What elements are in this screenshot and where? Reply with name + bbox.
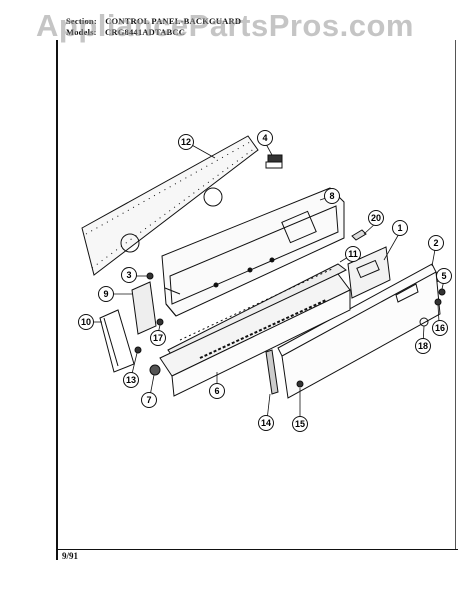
- callout-number: 9: [103, 289, 108, 299]
- callout-number: 6: [214, 386, 219, 396]
- callout-circle: [428, 235, 444, 251]
- part-front-panel: [159, 273, 351, 397]
- callout-number: 1: [397, 223, 402, 233]
- callout-circle: [345, 246, 361, 262]
- watermark: AppliancePartsPros.com: [36, 8, 414, 43]
- callout-circle: [98, 286, 114, 302]
- callout-circle: [123, 372, 139, 388]
- part-overlay: [277, 263, 441, 399]
- callout-circle: [415, 338, 431, 354]
- callout-number: 17: [153, 333, 163, 343]
- callout-number: 4: [262, 133, 267, 143]
- callout-13: 13: [123, 372, 139, 388]
- callout-number: 7: [146, 395, 151, 405]
- callout-circle: [368, 210, 384, 226]
- callout-12: 12: [178, 134, 194, 150]
- callout-number: 2: [433, 238, 438, 248]
- section-header: Section: CONTROL PANEL-BACKGUARD Models:…: [66, 16, 247, 38]
- callout-number: 18: [418, 341, 428, 351]
- part-rear-panel: [81, 135, 259, 276]
- callout-circle: [432, 320, 448, 336]
- part-side-bracket: [131, 281, 157, 335]
- frame-bottom-rule: [56, 549, 458, 550]
- frame-right-rule: [455, 40, 456, 550]
- callout-number: 16: [435, 323, 445, 333]
- callout-20: 20: [368, 210, 384, 226]
- part-screw-5: [438, 288, 446, 296]
- callout-circle: [209, 383, 225, 399]
- part-screw-13: [134, 346, 142, 354]
- callout-14: 14: [258, 415, 274, 431]
- part-control-panel-frame: [161, 187, 345, 317]
- models-row: Models: CRG8441ADTABCC: [66, 27, 247, 38]
- callout-number: 8: [329, 191, 334, 201]
- section-value: CONTROL PANEL-BACKGUARD: [105, 16, 242, 26]
- callout-7: 7: [141, 392, 157, 408]
- callout-circle: [178, 134, 194, 150]
- callout-circle: [150, 330, 166, 346]
- callout-circle: [258, 415, 274, 431]
- callout-circle: [121, 267, 137, 283]
- part-clip-17: [156, 318, 164, 326]
- part-screw-15: [296, 380, 304, 388]
- part-end-cap: [99, 309, 135, 373]
- callout-number: 13: [126, 375, 136, 385]
- footer-date: 9/91: [62, 551, 79, 561]
- callout-circle: [141, 392, 157, 408]
- callout-number: 3: [126, 270, 131, 280]
- callout-circle: [392, 220, 408, 236]
- callout-4: 4: [257, 130, 273, 146]
- callout-number: 10: [81, 317, 91, 327]
- callout-number: 5: [441, 271, 446, 281]
- part-screw-3: [146, 272, 154, 280]
- part-spacer-14: [265, 349, 279, 395]
- frame-left-rule: [56, 40, 58, 560]
- models-value: CRG8441ADTABCC: [105, 27, 186, 37]
- callout-circle: [292, 416, 308, 432]
- callout-number: 14: [261, 418, 271, 428]
- callout-circle: [324, 188, 340, 204]
- callout-circle: [436, 268, 452, 284]
- part-screw-16: [434, 298, 442, 306]
- callout-8: 8: [324, 188, 340, 204]
- callout-17: 17: [150, 330, 166, 346]
- callout-1: 1: [392, 220, 408, 236]
- callout-5: 5: [436, 268, 452, 284]
- leader-lines: [92, 143, 445, 421]
- models-label: Models:: [66, 27, 97, 37]
- callout-number: 15: [295, 419, 305, 429]
- section-row: Section: CONTROL PANEL-BACKGUARD: [66, 16, 247, 27]
- section-label: Section:: [66, 16, 97, 26]
- callout-16: 16: [432, 320, 448, 336]
- callout-6: 6: [209, 383, 225, 399]
- callout-number: 20: [371, 213, 381, 223]
- callout-3: 3: [121, 267, 137, 283]
- part-bracket: [351, 229, 367, 241]
- callout-11: 11: [345, 246, 361, 262]
- callout-number: 12: [181, 137, 191, 147]
- callout-15: 15: [292, 416, 308, 432]
- callout-number: 11: [348, 249, 358, 259]
- callout-2: 2: [428, 235, 444, 251]
- callout-circle: [78, 314, 94, 330]
- callout-9: 9: [98, 286, 114, 302]
- callout-circle: [257, 130, 273, 146]
- callout-10: 10: [78, 314, 94, 330]
- part-switch: [265, 154, 283, 169]
- part-knob-7: [149, 364, 161, 376]
- callout-18: 18: [415, 338, 431, 354]
